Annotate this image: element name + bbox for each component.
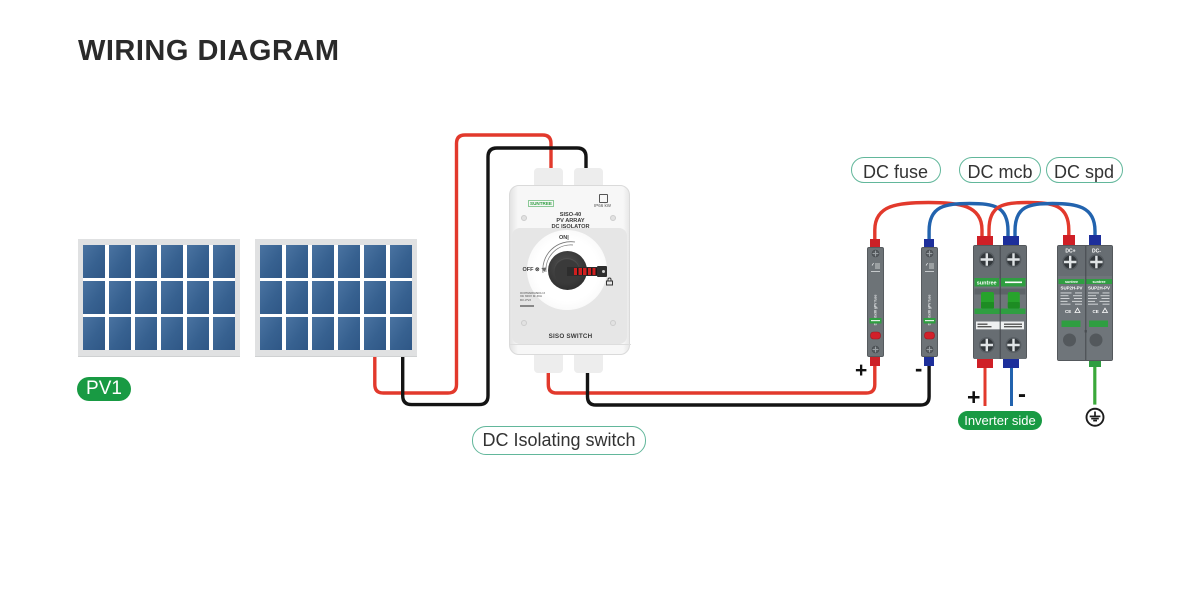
svg-text:suntree: suntree xyxy=(977,280,997,286)
svg-text:DC+: DC+ xyxy=(1065,248,1075,254)
svg-text:SUP2H-PV: SUP2H-PV xyxy=(1060,285,1082,290)
svg-text:CE: CE xyxy=(1092,309,1098,314)
svg-text:DC-: DC- xyxy=(1092,248,1101,254)
svg-text:suntree: suntree xyxy=(1092,280,1105,284)
svg-text:suntree: suntree xyxy=(1065,280,1078,284)
svg-text:DC 10x38 gPV fuse: DC 10x38 gPV fuse xyxy=(927,295,931,326)
svg-text:CE: CE xyxy=(1065,309,1071,314)
svg-text:SUP2H-PV: SUP2H-PV xyxy=(1088,285,1110,290)
svg-text:DC 10x38 gPV fuse: DC 10x38 gPV fuse xyxy=(873,295,877,326)
